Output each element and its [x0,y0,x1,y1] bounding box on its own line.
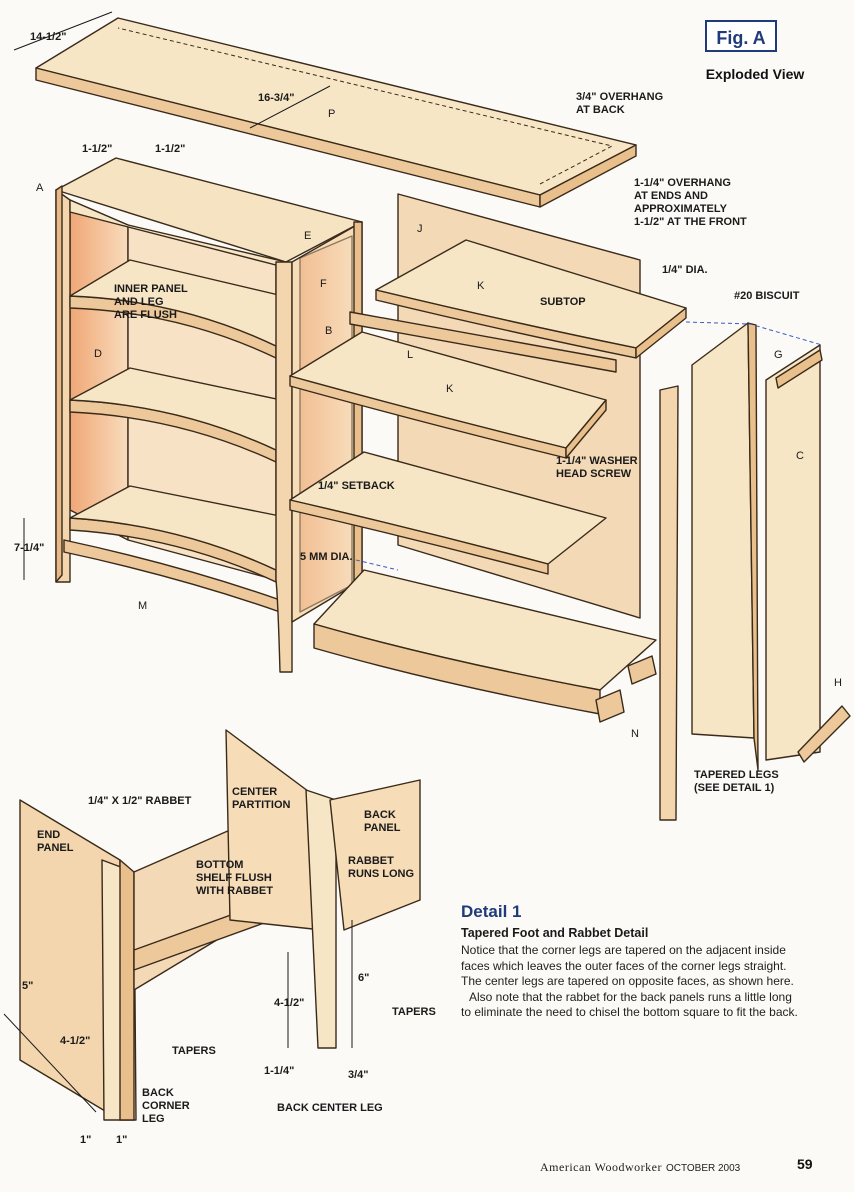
callout-inner-panel: INNER PANEL AND LEG ARE FLUSH [114,283,191,321]
callout-subtop: SUBTOP [540,296,586,308]
detail-four-half-right: 4-1/2" [274,997,304,1009]
detail-rabbet: 1/4" X 1/2" RABBET [88,795,192,807]
dim-leg-height: 7-1/4" [14,542,44,554]
detail-end-panel: END PANEL [37,829,74,854]
detail-one-quarter: 1-1/4" [264,1065,294,1077]
detail-six: 6" [358,972,369,984]
part-c: C [796,450,804,462]
detail-one-a: 1" [80,1134,91,1146]
detail-three-quarter: 3/4" [348,1069,369,1081]
detail-text-block: Detail 1 Tapered Foot and Rabbet Detail … [461,902,801,1021]
figure-subtitle: Exploded View [705,66,805,82]
detail-back-corner: BACK CORNER LEG [142,1087,193,1125]
callout-overhang-back: 3/4" OVERHANG AT BACK [576,91,666,116]
detail-tapers-right: TAPERS [392,1006,436,1018]
detail-center-partition: CENTER PARTITION [232,786,291,811]
part-g: G [774,349,783,361]
alignment-lines [355,321,823,571]
figure-label: Fig. A [705,20,777,52]
detail-drawing [19,729,421,1121]
part-l: L [407,349,413,361]
detail-paragraph-2: Also note that the rabbet for the back p… [461,989,798,1020]
detail-four-half-left: 4-1/2" [60,1035,90,1047]
cabinet-carcass [55,157,363,673]
end-panel-assembly [659,322,851,821]
detail-one-b: 1" [116,1134,127,1146]
part-n: N [631,728,639,740]
page-number: 59 [797,1156,813,1172]
callout-overhang-ends: 1-1/4" OVERHANG AT ENDS AND APPROXIMATEL… [634,177,747,228]
part-a: A [36,182,44,194]
dimension-lines [3,11,353,1113]
part-h: H [834,677,842,689]
callout-quarter-dia: 1/4" DIA. [662,264,708,276]
callout-five-mm: 5 MM DIA. [300,551,353,563]
part-f: F [320,278,327,290]
issue-date: OCTOBER 2003 [665,1163,741,1174]
detail-title: Detail 1 [461,902,522,921]
detail-back-panel: BACK PANEL [364,809,401,834]
dim-edge-right: 1-1/2" [155,143,185,155]
detail-paragraph-1: Notice that the corner legs are tapered … [461,943,794,988]
part-b: B [325,325,332,337]
detail-bottom-shelf: BOTTOM SHELF FLUSH WITH RABBET [196,859,275,897]
part-d: D [94,348,102,360]
dim-edge-left: 1-1/2" [82,143,112,155]
detail-tapers-left: TAPERS [172,1045,216,1057]
part-j: J [417,223,423,235]
dim-top-width: 16-3/4" [258,92,294,104]
magazine-name: American Woodworker [540,1160,662,1174]
part-p: P [328,108,335,120]
part-k-shelf: K [446,383,454,395]
callout-setback: 1/4" SETBACK [318,480,395,492]
part-e: E [304,230,311,242]
part-m: M [138,600,147,612]
detail-rabbet-long: RABBET RUNS LONG [348,855,414,880]
detail-five: 5" [22,980,33,992]
callout-tapered-legs: TAPERED LEGS (SEE DETAIL 1) [694,769,782,794]
callout-biscuit: #20 BISCUIT [734,290,800,302]
right-bay-parts [289,193,687,723]
dim-top-depth: 14-1/2" [30,31,66,43]
detail-back-center: BACK CENTER LEG [277,1102,383,1114]
top-panel-p [35,17,637,208]
detail-subtitle: Tapered Foot and Rabbet Detail [461,926,649,940]
part-k-subtop: K [477,280,485,292]
callout-washer-screw: 1-1/4" WASHER HEAD SCREW [556,455,641,480]
